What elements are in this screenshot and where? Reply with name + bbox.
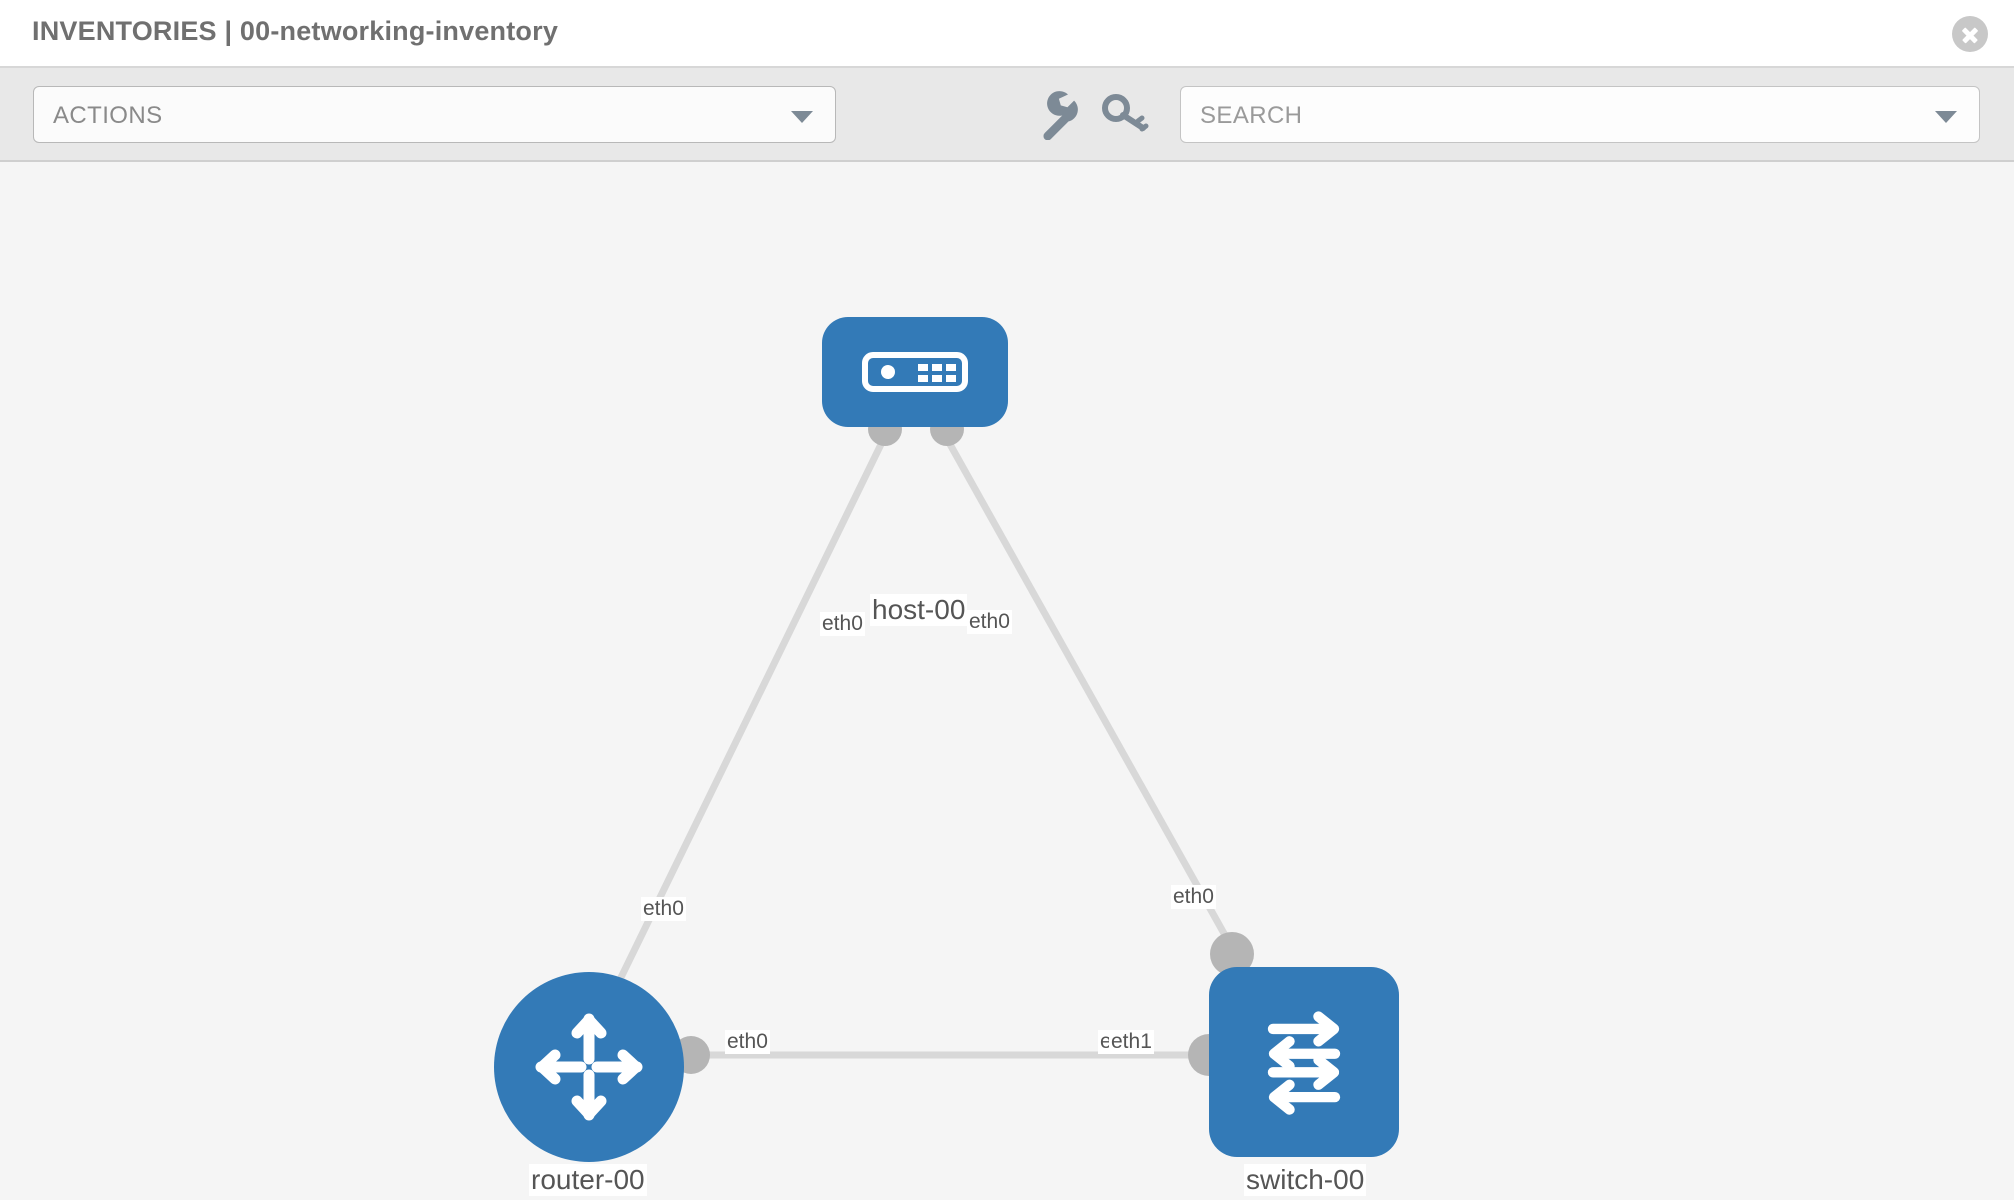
iface-label-router-eth0-up: eth0 xyxy=(641,897,686,921)
iface-label-switch-eth0-up: eth0 xyxy=(1171,885,1216,909)
wrench-icon[interactable] xyxy=(1032,88,1084,141)
toolbar: ACTIONS SEARCH xyxy=(0,68,2014,162)
search-placeholder: SEARCH xyxy=(1200,102,1303,129)
switch-arrows-icon xyxy=(1267,1011,1341,1115)
node-router-00-shape[interactable] xyxy=(494,972,684,1162)
iface-label-host-eth0-right: eth0 xyxy=(967,610,1012,634)
search-input[interactable]: SEARCH xyxy=(1180,86,1980,143)
router-arrows-icon xyxy=(535,1013,643,1121)
iface-label-host-eth0-left: eth0 xyxy=(820,612,865,636)
node-host-00-shape[interactable] xyxy=(822,317,1008,427)
node-host-00-label: host-00 xyxy=(870,594,968,626)
topology-canvas[interactable]: host-00 router-00 xyxy=(0,162,2014,1200)
node-router-00-label: router-00 xyxy=(529,1164,647,1196)
chevron-down-icon[interactable] xyxy=(1935,111,1957,123)
actions-dropdown[interactable]: ACTIONS xyxy=(33,86,836,143)
node-switch-00-shape[interactable] xyxy=(1209,967,1399,1157)
chevron-down-icon xyxy=(791,111,813,123)
node-switch-00-label: switch-00 xyxy=(1244,1164,1367,1196)
page-title: INVENTORIES | 00-networking-inventory xyxy=(32,16,559,46)
actions-dropdown-label: ACTIONS xyxy=(53,102,163,129)
page-header: INVENTORIES | 00-networking-inventory xyxy=(0,0,2014,68)
key-icon[interactable] xyxy=(1098,88,1150,140)
topology-links xyxy=(606,428,1244,1059)
server-icon xyxy=(862,352,968,392)
close-icon[interactable] xyxy=(1952,16,1988,52)
link-host-switch xyxy=(938,428,1244,964)
iface-label-router-eth0-mid: eth0 xyxy=(725,1030,770,1054)
iface-label-switch-eth1-mid: eth1 xyxy=(1109,1030,1154,1054)
